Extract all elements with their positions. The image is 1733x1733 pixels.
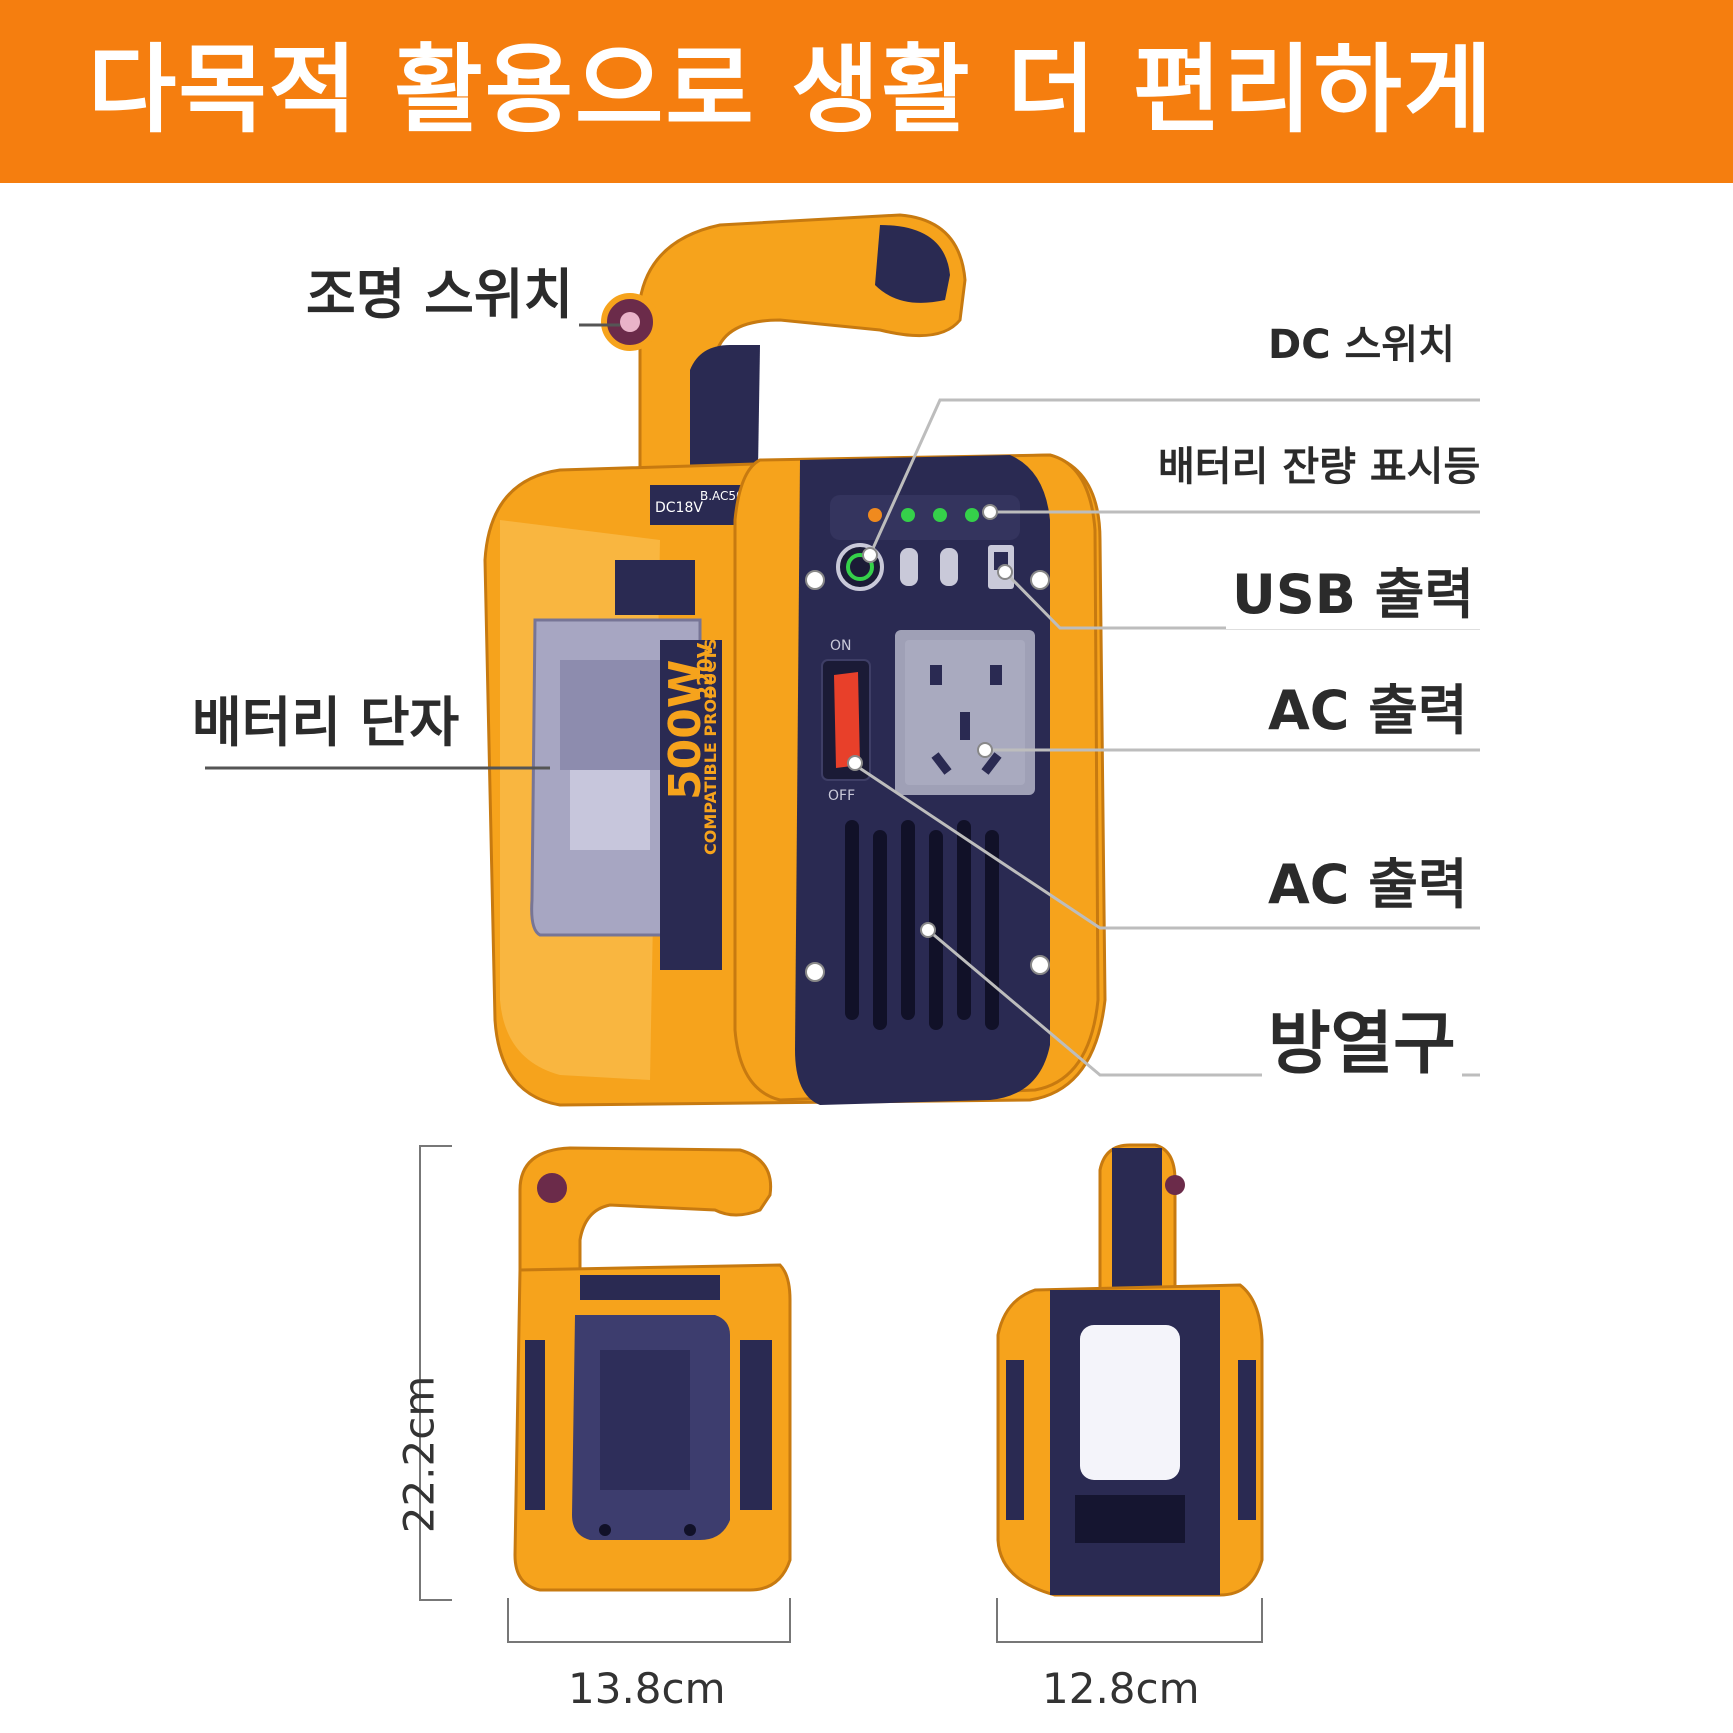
width-front-bracket — [507, 1598, 791, 1643]
battery-led-4 — [965, 508, 979, 522]
switch-off-label: OFF — [828, 788, 855, 804]
battery-led-2 — [901, 508, 915, 522]
screw — [805, 570, 825, 590]
leader-dc-switch — [868, 398, 1480, 556]
control-strip — [830, 495, 1020, 540]
screw — [1030, 570, 1050, 590]
screw — [1030, 955, 1050, 975]
width-side-bracket — [996, 1598, 1263, 1643]
switch-on-label: ON — [830, 638, 852, 654]
callout-dots — [847, 504, 1013, 938]
handle-inner — [690, 345, 760, 470]
callout-ac-socket: AC 출력 — [1262, 666, 1474, 745]
callout-ac-switch: AC 출력 — [1262, 840, 1474, 919]
callout-battery-terminal: 배터리 단자 — [186, 678, 466, 757]
usb-c-port-1 — [900, 548, 918, 586]
callout-dc-switch: DC 스위치 — [1262, 312, 1461, 370]
dimension-lines — [419, 1145, 1263, 1643]
front-view — [513, 1146, 792, 1592]
ac-rocker-switch — [834, 672, 860, 768]
usb-c-port-2 — [940, 548, 958, 586]
voltage-mark: 220V — [693, 642, 717, 700]
header-banner: 다목적 활용으로 생활 더 편리하게 — [0, 0, 1733, 183]
dimension-width-front: 13.8cm — [568, 1664, 726, 1713]
spec-label-strip — [660, 640, 722, 970]
screw — [805, 962, 825, 982]
battery-latch — [615, 560, 695, 615]
banner-title: 다목적 활용으로 생활 더 편리하게 — [88, 34, 1495, 146]
dc-switch-ring — [846, 553, 874, 581]
lamp-lens — [875, 225, 950, 303]
callout-usb-output: USB 출력 — [1226, 550, 1481, 629]
battery-rail — [560, 660, 670, 770]
side-view — [996, 1143, 1264, 1597]
compat-mark: COMPATIBLE PRODUCTS — [701, 638, 720, 855]
leader-ac-switch — [854, 763, 1480, 930]
battery-led-1 — [868, 508, 882, 522]
height-bracket — [419, 1145, 452, 1601]
model-badge — [650, 485, 745, 525]
battery-contact — [570, 770, 650, 850]
callout-light-switch: 조명 스위치 — [300, 250, 580, 329]
dimension-height: 22.2cm — [394, 1375, 444, 1534]
dimension-width-side: 12.8cm — [1042, 1664, 1200, 1713]
callout-battery-level: 배터리 잔량 표시등 — [1152, 434, 1487, 492]
light-switch-center — [620, 312, 640, 332]
battery-led-3 — [933, 508, 947, 522]
badge-dc: DC18V — [655, 500, 703, 516]
main-product: 500W COMPATIBLE PRODUCTS 220V DC18V B.AC… — [483, 213, 1107, 1107]
callout-vent: 방열구 — [1262, 988, 1462, 1087]
power-rating: 500W — [660, 660, 711, 800]
